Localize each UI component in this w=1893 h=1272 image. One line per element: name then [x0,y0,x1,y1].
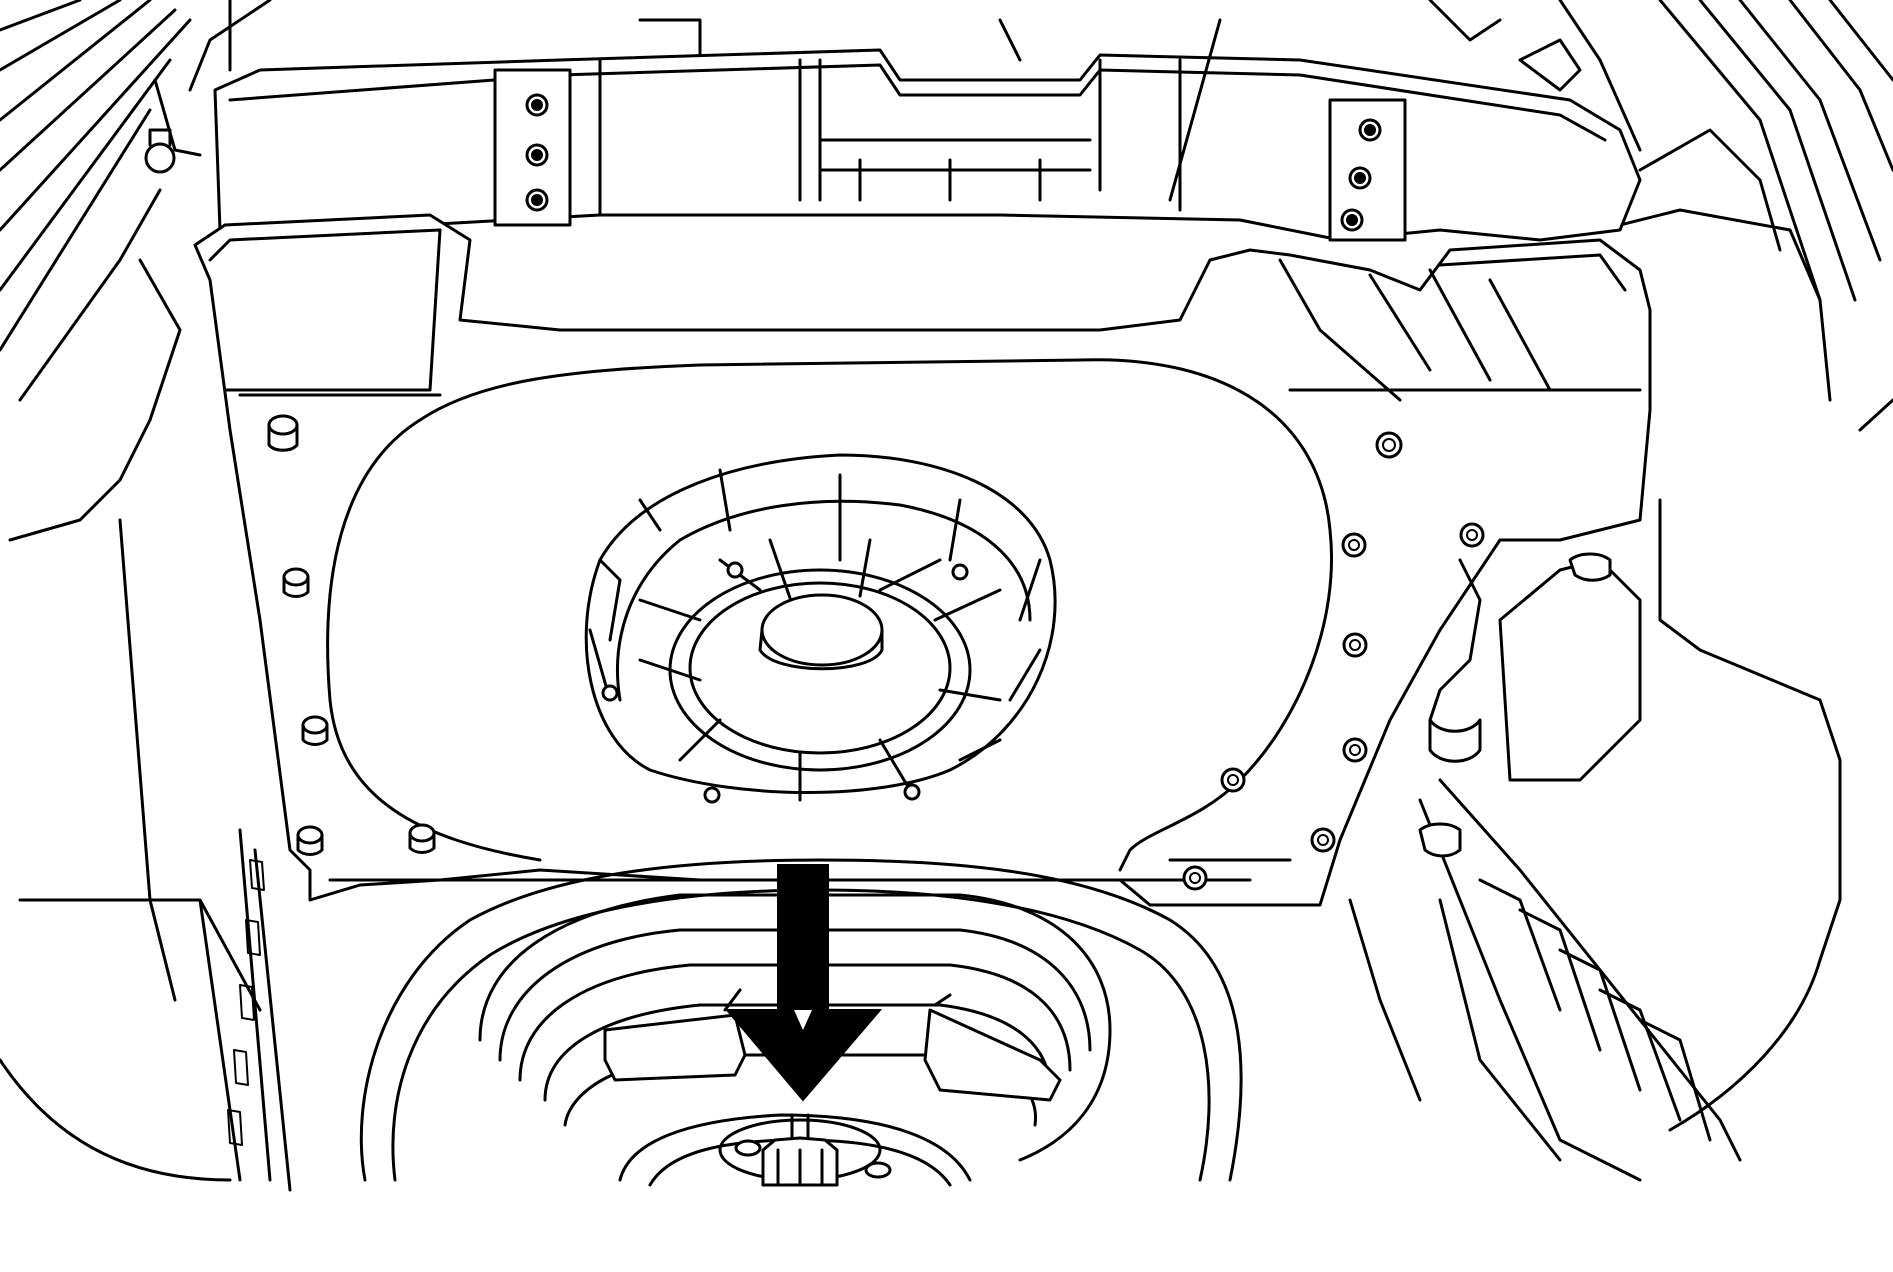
fastener-icon [525,143,549,167]
stud-icon [1342,632,1368,658]
fastener-icon [726,561,744,579]
stud-icon [1375,431,1403,459]
stud-icon [282,567,310,598]
stud-icon [408,823,436,854]
right-storage-bin [1348,558,1742,1182]
stud-icon [267,414,299,452]
fastener-icon [703,786,721,804]
fastener-icon [903,783,921,801]
right-quarter-panel [1428,0,1893,1132]
fastener-icon [1340,208,1364,232]
fastener-icon [1358,118,1382,142]
fastener-icon [525,188,549,212]
stud-icon [1459,522,1485,548]
stud-icon [1342,737,1368,763]
clip-left [144,128,176,174]
right-fastener-plate [1328,98,1407,242]
left-trim-slots [227,828,272,1182]
fastener-icon [525,93,549,117]
down-arrow-icon [724,864,883,1102]
spare-tire [359,858,1243,1187]
wheel-hub-icon [718,1113,892,1187]
stud-icon [301,715,329,746]
fastener-icon [951,563,969,581]
stud-icon [296,825,324,856]
fastener-icon [601,684,619,702]
stud-icon [1220,767,1246,793]
left-fastener-plate [493,68,572,227]
stud-icon [1310,827,1336,853]
tire-hub-insert [584,453,1057,804]
rear-crossmember [213,18,1642,242]
left-quarter-panel [0,0,292,1192]
stud-icon [1182,865,1208,891]
stud-icon [1341,532,1367,558]
fastener-icon [1348,166,1372,190]
